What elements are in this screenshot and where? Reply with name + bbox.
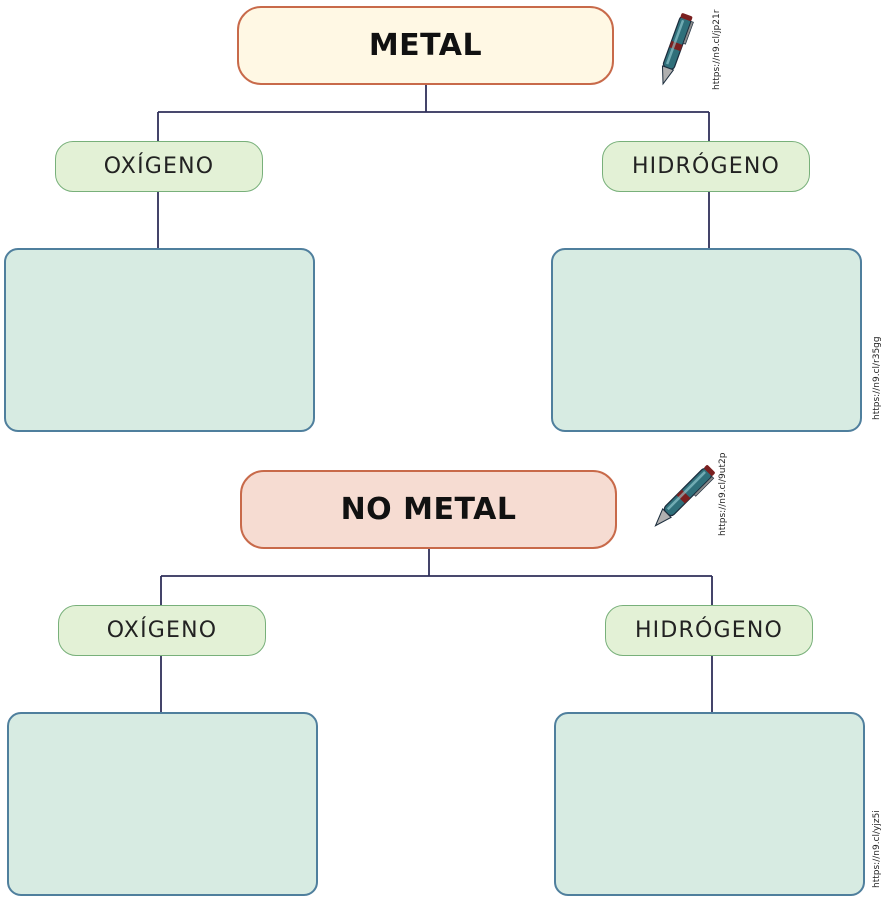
- nometal-hydrogen-panel[interactable]: [554, 712, 865, 896]
- metal-title: METAL: [368, 28, 483, 63]
- nometal-title: NO METAL: [340, 492, 517, 527]
- metal-hydrogen-panel[interactable]: [551, 248, 862, 432]
- metal-hydrogen-branch: HIDRÓGENO: [602, 141, 810, 192]
- nometal-oxygen-panel[interactable]: [7, 712, 318, 896]
- nometal-title-box: NO METAL: [240, 470, 617, 549]
- metal-oxygen-branch: OXÍGENO: [55, 141, 263, 192]
- pen-icon: [654, 465, 715, 527]
- credit-text: https://n9.cl/jp21r: [712, 9, 722, 90]
- nometal-oxygen-branch: OXÍGENO: [58, 605, 266, 656]
- credit-text: https://n9.cl/9ut2p: [718, 452, 728, 536]
- branch-label: HIDRÓGENO: [634, 618, 784, 643]
- pen-icon: [661, 13, 694, 86]
- nometal-hydrogen-branch: HIDRÓGENO: [605, 605, 813, 656]
- branch-label: OXÍGENO: [103, 154, 215, 179]
- metal-title-box: METAL: [237, 6, 614, 85]
- credit-text: https://n9.cl/r35gg: [872, 336, 882, 420]
- branch-label: HIDRÓGENO: [631, 154, 781, 179]
- credit-text: https://n9.cl/yjz5i: [872, 810, 882, 888]
- metal-oxygen-panel[interactable]: [4, 248, 315, 432]
- branch-label: OXÍGENO: [106, 618, 218, 643]
